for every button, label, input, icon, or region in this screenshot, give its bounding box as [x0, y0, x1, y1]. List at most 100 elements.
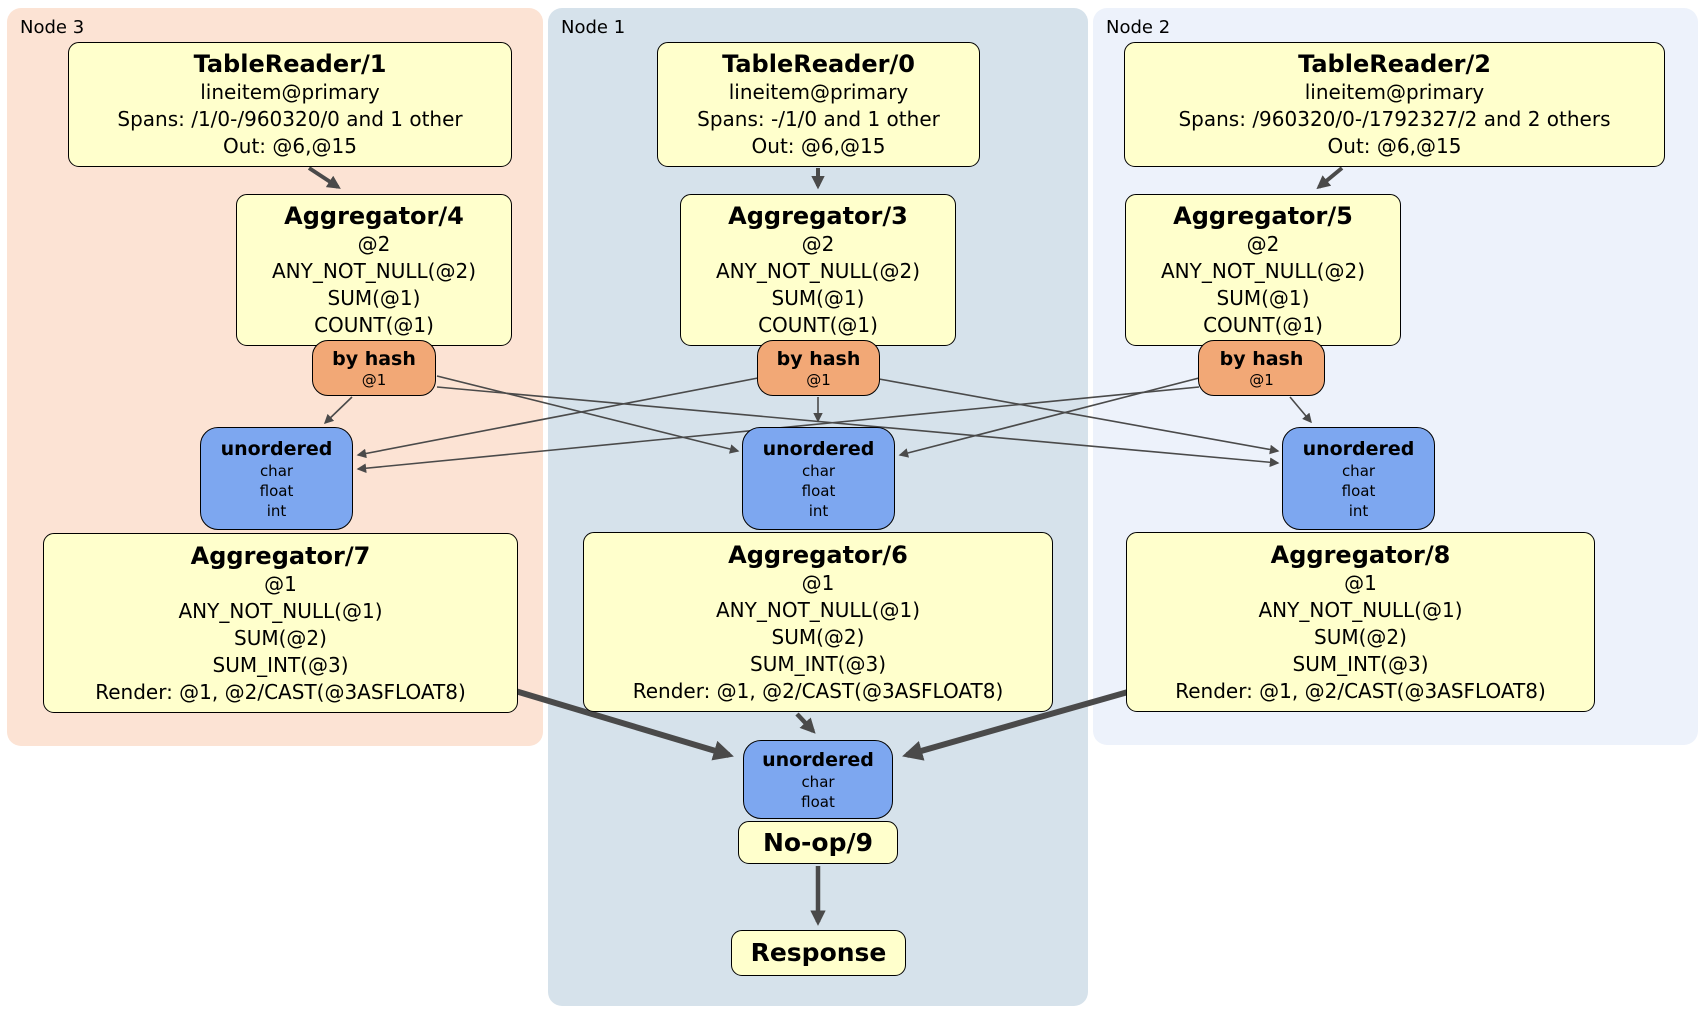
processor-line: SUM(@2) — [234, 625, 327, 650]
processor-title: Aggregator/3 — [728, 202, 908, 230]
processor-tablereader-2: TableReader/2 lineitem@primary Spans: /9… — [1124, 42, 1665, 167]
processor-line: ANY_NOT_NULL(@2) — [272, 259, 476, 283]
processor-line: Render: @1, @2/CAST(@3ASFLOAT8) — [95, 679, 466, 704]
processor-line: lineitem@primary — [1304, 80, 1485, 104]
processor-title: Aggregator/7 — [190, 541, 371, 570]
sync-unordered-node3: unordered char float int — [200, 427, 353, 530]
processor-title: TableReader/0 — [722, 50, 915, 78]
processor-tablereader-1: TableReader/1 lineitem@primary Spans: /1… — [68, 42, 512, 167]
sync-line: float — [259, 481, 294, 500]
processor-line: Render: @1, @2/CAST(@3ASFLOAT8) — [632, 678, 1004, 703]
processor-line: @1 — [801, 570, 835, 595]
processor-line: @1 — [1344, 570, 1377, 595]
processor-aggregator-4: Aggregator/4 @2 ANY_NOT_NULL(@2) SUM(@1)… — [236, 194, 512, 346]
processor-title: Response — [750, 938, 887, 967]
router-title: by hash — [332, 347, 416, 370]
processor-line: Out: @6,@15 — [223, 134, 357, 158]
processor-line: COUNT(@1) — [314, 313, 434, 337]
processor-line: Render: @1, @2/CAST(@3ASFLOAT8) — [1175, 678, 1546, 703]
processor-line: SUM_INT(@3) — [1292, 651, 1429, 676]
router-by-hash-4: by hash @1 — [312, 340, 436, 396]
edge-tr2-agg5 — [1316, 166, 1344, 190]
sync-unordered-node2: unordered char float int — [1282, 427, 1435, 530]
sync-line: char — [1341, 461, 1376, 480]
processor-tablereader-0: TableReader/0 lineitem@primary Spans: -/… — [657, 42, 980, 167]
sync-line: float — [801, 481, 836, 500]
sync-unordered-node1: unordered char float int — [742, 427, 895, 530]
processor-line: @2 — [1246, 232, 1280, 256]
router-by-hash-5: by hash @1 — [1198, 340, 1325, 396]
processor-line: SUM_INT(@3) — [750, 651, 886, 676]
edge-hash3-syncL — [356, 377, 759, 459]
processor-line: ANY_NOT_NULL(@1) — [1258, 597, 1463, 622]
sync-title: unordered — [762, 437, 875, 460]
processor-line: Spans: /960320/0-/1792327/2 and 2 others — [1178, 107, 1611, 131]
processor-response: Response — [731, 930, 906, 976]
node-panel-label: Node 3 — [20, 17, 85, 38]
processor-title: Aggregator/4 — [284, 202, 464, 230]
sync-unordered-output: unordered char float — [743, 740, 893, 819]
edge-agg6-syncout — [795, 712, 816, 734]
processor-line: COUNT(@1) — [1203, 313, 1323, 337]
processor-title: TableReader/1 — [193, 50, 387, 78]
processor-line: COUNT(@1) — [758, 313, 878, 337]
processor-noop-9: No-op/9 — [738, 821, 898, 864]
processor-line: SUM(@1) — [1216, 286, 1310, 310]
processor-title: Aggregator/8 — [1270, 540, 1451, 569]
processor-aggregator-5: Aggregator/5 @2 ANY_NOT_NULL(@2) SUM(@1)… — [1125, 194, 1401, 346]
sync-line: int — [1348, 501, 1369, 520]
edge-hash4-syncL — [323, 396, 353, 424]
node-panel-label: Node 1 — [561, 17, 626, 38]
processor-line: @1 — [264, 571, 297, 596]
processor-line: ANY_NOT_NULL(@2) — [716, 259, 920, 283]
sync-line: int — [808, 501, 829, 520]
processor-title: TableReader/2 — [1298, 50, 1491, 78]
edge-tr1-agg4 — [307, 166, 341, 189]
processor-line: @2 — [801, 232, 835, 256]
processor-line: lineitem@primary — [728, 80, 909, 104]
sync-title: unordered — [762, 748, 874, 771]
processor-aggregator-8: Aggregator/8 @1 ANY_NOT_NULL(@1) SUM(@2)… — [1126, 532, 1595, 712]
sync-title: unordered — [1302, 437, 1415, 460]
processor-line: SUM(@2) — [1314, 624, 1407, 649]
processor-line: ANY_NOT_NULL(@2) — [1161, 259, 1365, 283]
edge-hash5-syncR — [1289, 396, 1312, 424]
router-line: @1 — [361, 370, 387, 389]
processor-line: ANY_NOT_NULL(@1) — [716, 597, 920, 622]
processor-line: ANY_NOT_NULL(@1) — [178, 598, 383, 623]
processor-line: SUM_INT(@3) — [212, 652, 349, 677]
sync-title: unordered — [220, 437, 333, 460]
edge-hash4-syncR — [436, 386, 1280, 468]
processor-aggregator-3: Aggregator/3 @2 ANY_NOT_NULL(@2) SUM(@1)… — [680, 194, 956, 346]
processor-line: Out: @6,@15 — [751, 134, 886, 158]
router-by-hash-3: by hash @1 — [757, 340, 880, 396]
edge-hash5-syncC — [898, 377, 1200, 458]
processor-title: No-op/9 — [762, 827, 874, 857]
processor-aggregator-6: Aggregator/6 @1 ANY_NOT_NULL(@1) SUM(@2)… — [583, 532, 1053, 712]
sync-line: char — [801, 461, 836, 480]
sync-line: int — [266, 501, 287, 520]
sync-line: char — [259, 461, 294, 480]
processor-line: @2 — [357, 232, 391, 256]
sync-line: float — [801, 792, 835, 811]
node-panel-label: Node 2 — [1106, 17, 1171, 38]
processor-line: Spans: /1/0-/960320/0 and 1 other — [117, 107, 463, 131]
processor-line: SUM(@1) — [771, 286, 865, 310]
router-line: @1 — [1249, 370, 1274, 389]
sync-line: float — [1341, 481, 1376, 500]
processor-title: Aggregator/5 — [1173, 202, 1353, 230]
processor-line: SUM(@2) — [771, 624, 865, 649]
processor-aggregator-7: Aggregator/7 @1 ANY_NOT_NULL(@1) SUM(@2)… — [43, 533, 518, 713]
router-line: @1 — [806, 370, 831, 389]
router-title: by hash — [776, 347, 861, 370]
edge-hash3-syncR — [878, 378, 1280, 455]
processor-line: Out: @6,@15 — [1327, 134, 1462, 158]
processor-title: Aggregator/6 — [728, 540, 908, 569]
router-title: by hash — [1219, 347, 1304, 370]
edge-agg7-syncout — [511, 687, 734, 761]
edge-hash4-syncC — [436, 375, 740, 454]
edge-agg8-syncout — [902, 689, 1129, 761]
sync-line: char — [801, 772, 835, 791]
